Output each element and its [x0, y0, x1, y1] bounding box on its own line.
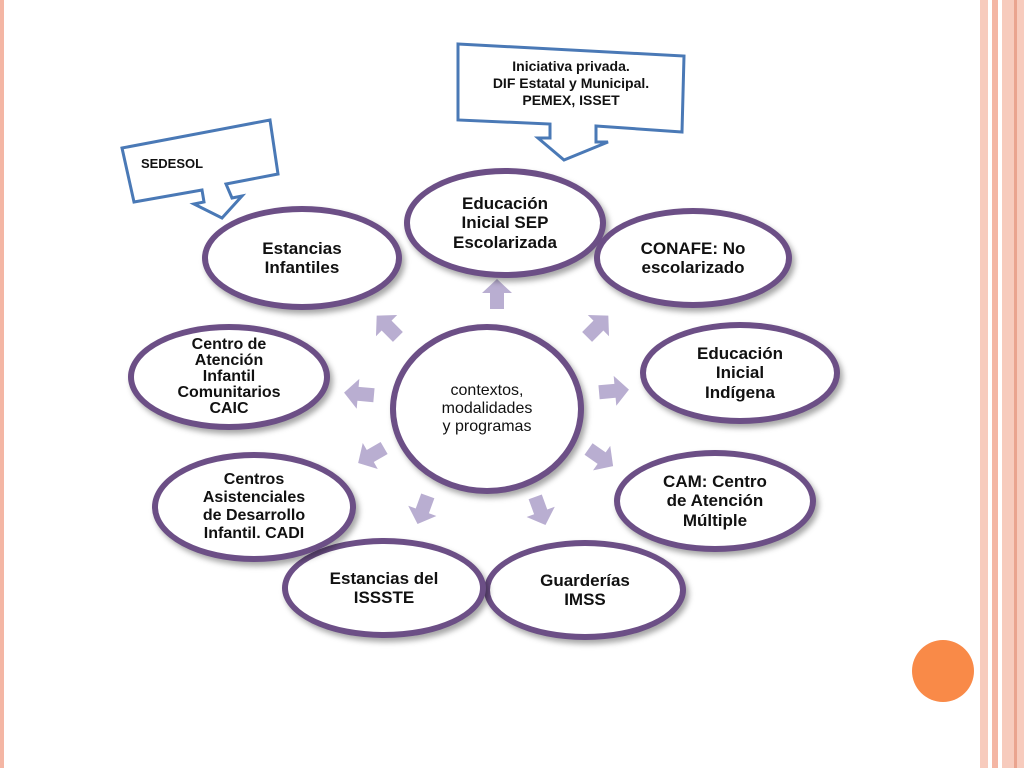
node-conafe: CONAFE: No escolarizado [594, 208, 792, 308]
right-frame-bar [980, 0, 988, 768]
node-estancias-infantiles: Estancias Infantiles [202, 206, 402, 310]
node-cadi: Centros Asistenciales de Desarrollo Infa… [152, 452, 356, 562]
node-guarderias-imss: Guarderías IMSS [484, 540, 686, 640]
arrow-icon [582, 314, 610, 342]
right-frame-bar [1002, 0, 1024, 768]
callout-sedesol-text: SEDESOL [140, 156, 204, 171]
left-frame-stripe [0, 0, 4, 768]
arrow-icon [526, 494, 555, 526]
arrow-icon [375, 314, 403, 342]
right-frame-bar [992, 0, 998, 768]
arrow-icon [482, 279, 512, 309]
node-cam: CAM: Centro de Atención Múltiple [614, 450, 816, 552]
center-node: contextos, modalidades y programas [390, 324, 584, 494]
callout-private-initiative-text: Iniciativa privada. DIF Estatal y Munici… [492, 58, 650, 108]
node-educacion-inicial-sep: Educación Inicial SEP Escolarizada [404, 168, 606, 278]
callout-shape [120, 118, 280, 220]
arrow-icon [584, 443, 614, 471]
arrow-icon [598, 375, 629, 406]
callout-shape [456, 42, 686, 162]
arrow-icon [358, 441, 388, 469]
node-educacion-inicial-indigena: Educación Inicial Indígena [640, 322, 840, 424]
arrow-icon [344, 378, 375, 409]
right-frame-bar [1014, 0, 1017, 768]
node-estancias-issste: Estancias del ISSSTE [282, 538, 486, 638]
callout-private-initiative: Iniciativa privada. DIF Estatal y Munici… [456, 42, 686, 162]
arrow-icon [408, 493, 437, 525]
node-caic: Centro de Atención Infantil Comunitarios… [128, 324, 330, 430]
orange-accent-dot [912, 640, 974, 702]
callout-sedesol: SEDESOL [120, 118, 280, 220]
